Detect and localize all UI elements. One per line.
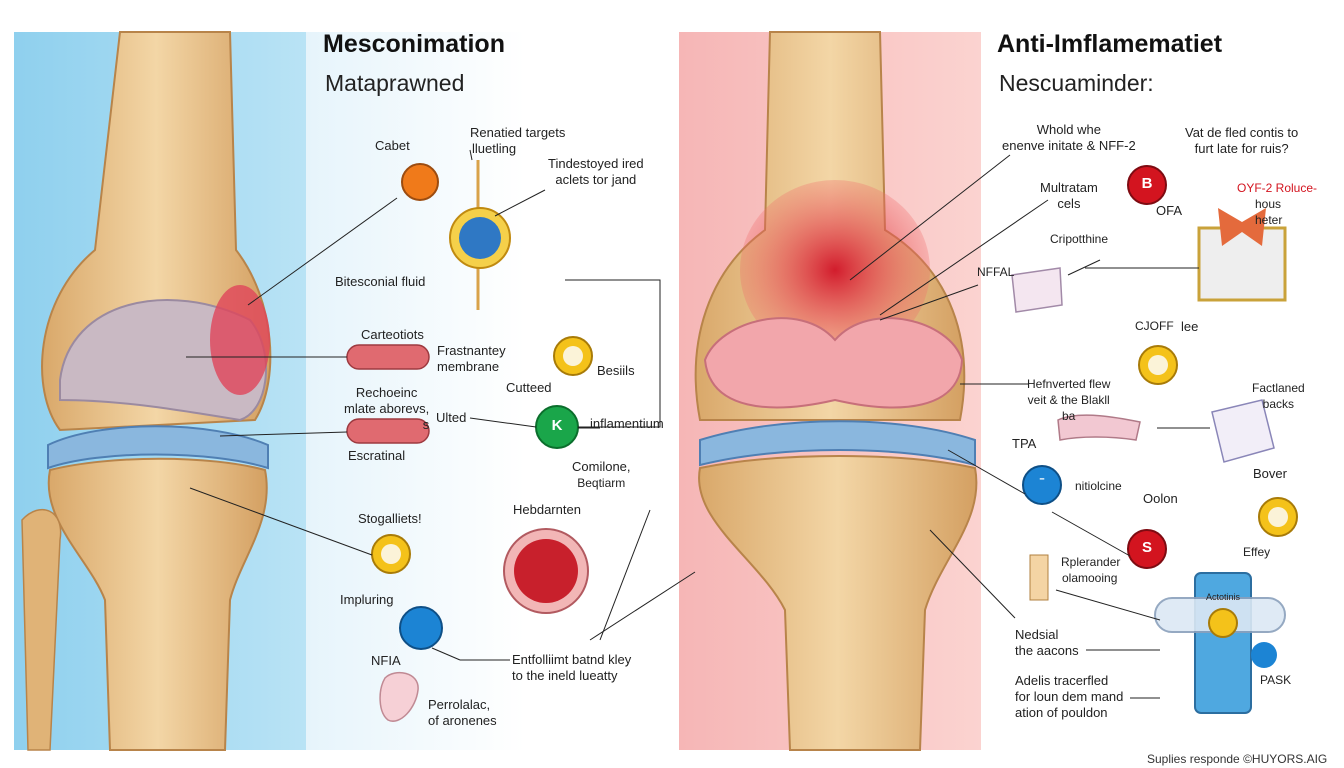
badge-s-text: S (1141, 539, 1152, 556)
yellow-drug-icon-5 (1208, 608, 1238, 638)
notebook-icon (1211, 399, 1275, 463)
badge-k-text: K (551, 417, 563, 434)
label-besiils: Besiils (597, 363, 635, 378)
left-meniscus (47, 425, 269, 470)
left-knee-joint (21, 31, 272, 751)
label-pask: PASK (1260, 673, 1292, 687)
label-effey: Effey (1243, 545, 1271, 559)
left-title: Mesconimation (323, 30, 505, 58)
label-cutteed: Cutteed (506, 380, 552, 395)
stacked-pills-icon (1029, 554, 1049, 601)
tooth-like-icon (379, 671, 419, 722)
right-tibia (698, 455, 978, 751)
fluid-capsule-icon-1 (346, 344, 430, 370)
label-tpa: TPA (1012, 436, 1037, 451)
label-ofa: OFA (1156, 203, 1183, 218)
right-subtitle: Nescuaminder: (999, 70, 1154, 96)
orange-bow-icon (1218, 208, 1266, 246)
label-bover: Bover (1253, 466, 1287, 481)
fluid-capsule-icon-2 (346, 418, 430, 444)
heater-box-icon (1197, 226, 1287, 302)
twitter-like-blue-icon (1251, 642, 1277, 668)
badge-b-text: B (1141, 175, 1153, 192)
label-escratinal: Escratinal (348, 448, 406, 463)
right-title: Anti-Imflamematiet (997, 30, 1223, 58)
label-impluring: Impluring (340, 592, 394, 607)
label-ulted: Ulted (436, 410, 467, 425)
right-inflammation-cloud (740, 180, 930, 360)
label-stogalliets: Stogalliets! (358, 511, 422, 526)
label-perrolalac: Perrolalac,of aronenes (428, 697, 497, 728)
label-carteotiots: Carteotiots (361, 327, 424, 342)
footer-credit: Suplies responde ©HUYORS.AIG (1147, 752, 1328, 766)
left-fibula (21, 509, 62, 751)
label-lee: lee (1181, 319, 1199, 334)
card-stack-icon (1011, 267, 1063, 313)
label-nfla: NFIA (371, 653, 401, 668)
blue-p-badge (1022, 465, 1062, 505)
label-nitiolcine: nitiolcine (1075, 479, 1122, 493)
label-oolon: Oolon (1143, 491, 1178, 506)
right-icons (1011, 165, 1298, 714)
red-b-badge (1127, 165, 1167, 205)
label-cripotthine: Cripotthine (1050, 232, 1109, 246)
right-knee-joint (694, 31, 978, 751)
label-cjoff: CJOFF (1135, 319, 1174, 333)
left-inflamed-patch (210, 285, 270, 395)
label-inflamentium: inflamentium (590, 416, 664, 431)
right-synovium (703, 317, 964, 409)
label-cabet: Cabet (375, 138, 410, 153)
badge-p-glyph: ˉ (1039, 475, 1045, 492)
bottle-label: Actotinis (1206, 592, 1241, 602)
red-s-badge (1127, 529, 1167, 569)
label-comilone: Comilone,Beqtiarm (572, 459, 631, 490)
label-bitesonial-fluid: Bitesconial fluid (335, 274, 426, 289)
left-icons (346, 160, 593, 722)
orange-cell-icon (401, 163, 439, 201)
left-tibia (47, 457, 268, 751)
leader-lines (186, 149, 1210, 699)
pink-cushion-icon (1057, 414, 1141, 441)
left-subtitle: Mataprawned (325, 70, 465, 96)
label-nffal: NFFAL (977, 265, 1015, 279)
left-label-panel (306, 32, 671, 750)
label-hebdarnten: Hebdarnten (513, 502, 581, 517)
blue-drug-icon (399, 606, 443, 650)
